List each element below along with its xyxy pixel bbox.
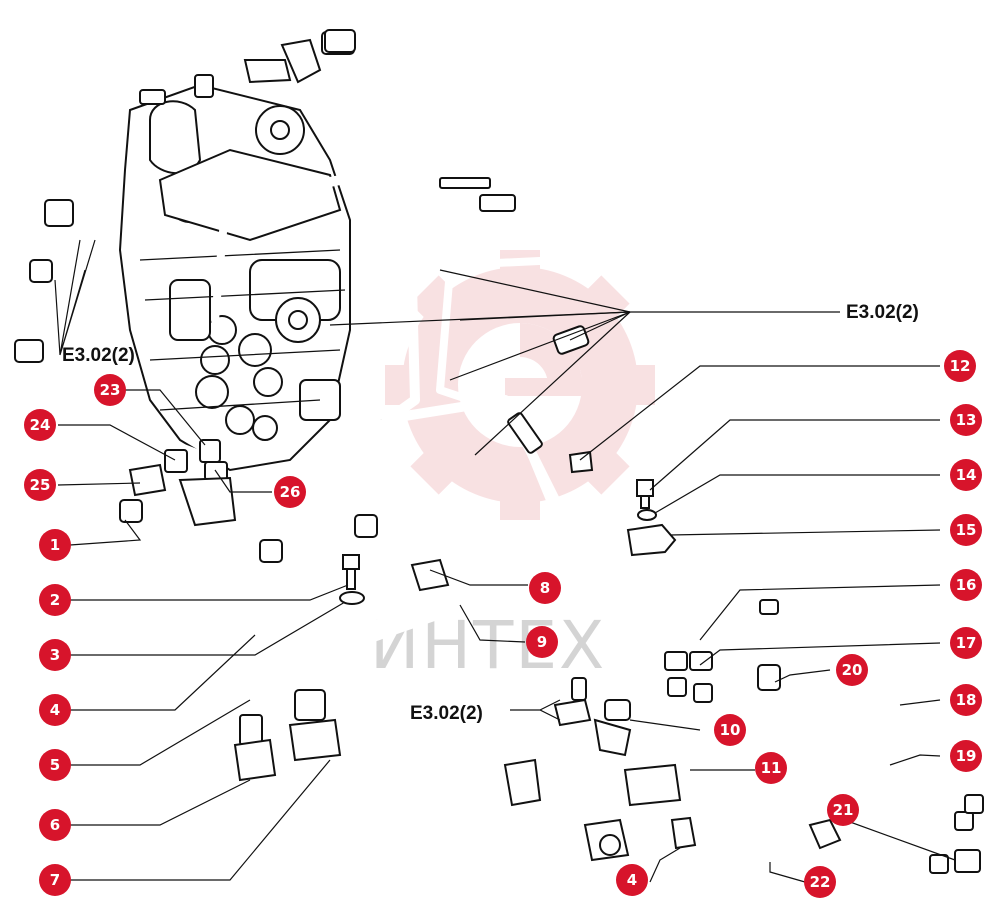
callout-number: 25 — [30, 476, 51, 494]
callout-circle — [944, 350, 976, 382]
callout-9: 9 — [526, 626, 558, 658]
callout-7: 7 — [39, 864, 71, 896]
leader-lines — [54, 239, 956, 883]
callout-12: 12 — [944, 350, 976, 382]
callout-number: 4 — [50, 701, 60, 719]
callout-circle — [616, 864, 648, 896]
callout-circle — [950, 627, 982, 659]
callout-circle — [39, 694, 71, 726]
callout-circle — [950, 404, 982, 436]
callout-circle — [950, 740, 982, 772]
callout-circle — [714, 714, 746, 746]
callout-2: 2 — [39, 584, 71, 616]
callout-23: 23 — [94, 374, 126, 406]
callout-1: 1 — [39, 529, 71, 561]
callout-circle — [950, 514, 982, 546]
callout-22: 22 — [804, 866, 836, 898]
callout-18: 18 — [950, 684, 982, 716]
callout-14: 14 — [950, 459, 982, 491]
callout-10: 10 — [714, 714, 746, 746]
callout-5: 5 — [39, 749, 71, 781]
callout-number: 12 — [950, 357, 971, 375]
callout-circle — [950, 569, 982, 601]
callout-number: 10 — [720, 721, 741, 739]
callout-number: 13 — [956, 411, 977, 429]
callout-25: 25 — [24, 469, 56, 501]
callout-4: 4 — [616, 864, 648, 896]
callout-number: 11 — [761, 759, 782, 777]
callout-circle — [274, 476, 306, 508]
callout-circle — [39, 864, 71, 896]
callout-number: 19 — [956, 747, 977, 765]
callout-number: 7 — [50, 871, 60, 889]
callout-13: 13 — [950, 404, 982, 436]
callout-circle — [755, 752, 787, 784]
reference-label: E3.02(2) — [62, 345, 135, 366]
callout-circle — [950, 459, 982, 491]
callout-number: 2 — [50, 591, 60, 609]
callout-circle — [804, 866, 836, 898]
callout-number: 21 — [833, 801, 854, 819]
callout-circle — [39, 529, 71, 561]
callout-6: 6 — [39, 809, 71, 841]
callout-16: 16 — [950, 569, 982, 601]
callout-circle — [24, 409, 56, 441]
reference-label: E3.02(2) — [410, 703, 483, 724]
callout-19: 19 — [950, 740, 982, 772]
callout-3: 3 — [39, 639, 71, 671]
callout-number: 6 — [50, 816, 60, 834]
callout-number: 1 — [50, 536, 60, 554]
callout-number: 4 — [627, 871, 637, 889]
callout-number: 3 — [50, 646, 60, 664]
callout-number: 22 — [810, 873, 831, 891]
callout-number: 9 — [537, 633, 547, 651]
callout-number: 15 — [956, 521, 977, 539]
callout-number: 8 — [540, 579, 550, 597]
callout-circle — [836, 654, 868, 686]
callout-4: 4 — [39, 694, 71, 726]
reference-label: E3.02(2) — [846, 302, 919, 323]
watermark-gear-logo — [385, 250, 655, 520]
callout-number: 18 — [956, 691, 977, 709]
callout-circle — [94, 374, 126, 406]
callout-circle — [827, 794, 859, 826]
callout-26: 26 — [274, 476, 306, 508]
callout-number: 26 — [280, 483, 301, 501]
callout-number: 17 — [956, 634, 977, 652]
callout-circle — [39, 639, 71, 671]
callout-20: 20 — [836, 654, 868, 686]
callout-8: 8 — [529, 572, 561, 604]
callout-11: 11 — [755, 752, 787, 784]
callout-circle — [526, 626, 558, 658]
callout-circle — [950, 684, 982, 716]
control-valve-block — [118, 31, 355, 472]
callout-circle — [24, 469, 56, 501]
fittings — [14, 29, 984, 874]
hydraulic-pipes — [36, 10, 975, 870]
callout-number: 20 — [842, 661, 863, 679]
callout-17: 17 — [950, 627, 982, 659]
callout-24: 24 — [24, 409, 56, 441]
callout-number: 5 — [50, 756, 60, 774]
callout-number: 23 — [100, 381, 121, 399]
callout-circle — [39, 749, 71, 781]
callout-circle — [529, 572, 561, 604]
callout-number: 24 — [30, 416, 51, 434]
callout-15: 15 — [950, 514, 982, 546]
callout-circle — [39, 584, 71, 616]
callout-number: 16 — [956, 576, 977, 594]
callout-circle — [39, 809, 71, 841]
callout-number: 14 — [956, 466, 977, 484]
callout-21: 21 — [827, 794, 859, 826]
